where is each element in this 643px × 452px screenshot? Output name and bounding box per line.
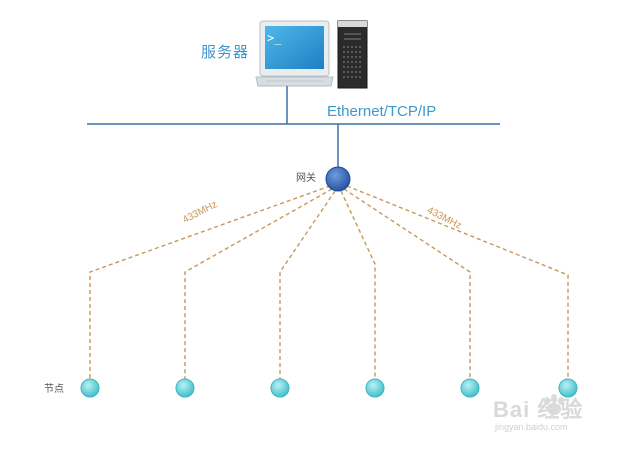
watermark-url: jingyan.baidu.com xyxy=(495,422,568,432)
radio-link-6 xyxy=(346,185,569,379)
watermark: Bai 经验 jingyan.baidu.com xyxy=(493,392,623,442)
desktop-tower-icon xyxy=(337,20,368,89)
network-label: Ethernet/TCP/IP xyxy=(327,103,437,120)
radio-links xyxy=(89,185,569,379)
watermark-logo: Bai 经验 xyxy=(493,397,584,422)
node-icon xyxy=(80,378,100,398)
server-label: 服务器 xyxy=(201,43,250,61)
radio-link-5 xyxy=(343,188,471,379)
radio-link-4 xyxy=(340,190,376,379)
node-icon xyxy=(558,378,578,398)
radio-link-1 xyxy=(89,185,331,379)
node-icon xyxy=(175,378,195,398)
nodes xyxy=(80,378,578,398)
laptop-icon: >_ xyxy=(255,20,334,87)
gateway-label: 网关 xyxy=(296,173,316,184)
node-icon xyxy=(460,378,480,398)
node-icon xyxy=(365,378,385,398)
radio-link-2 xyxy=(184,188,333,379)
svg-text:>_: >_ xyxy=(267,31,282,45)
watermark-paw-icon xyxy=(544,394,564,415)
node-label: 节点 xyxy=(44,384,64,395)
radio-link-3 xyxy=(279,190,336,379)
gateway-icon xyxy=(325,166,351,192)
node-icon xyxy=(270,378,290,398)
